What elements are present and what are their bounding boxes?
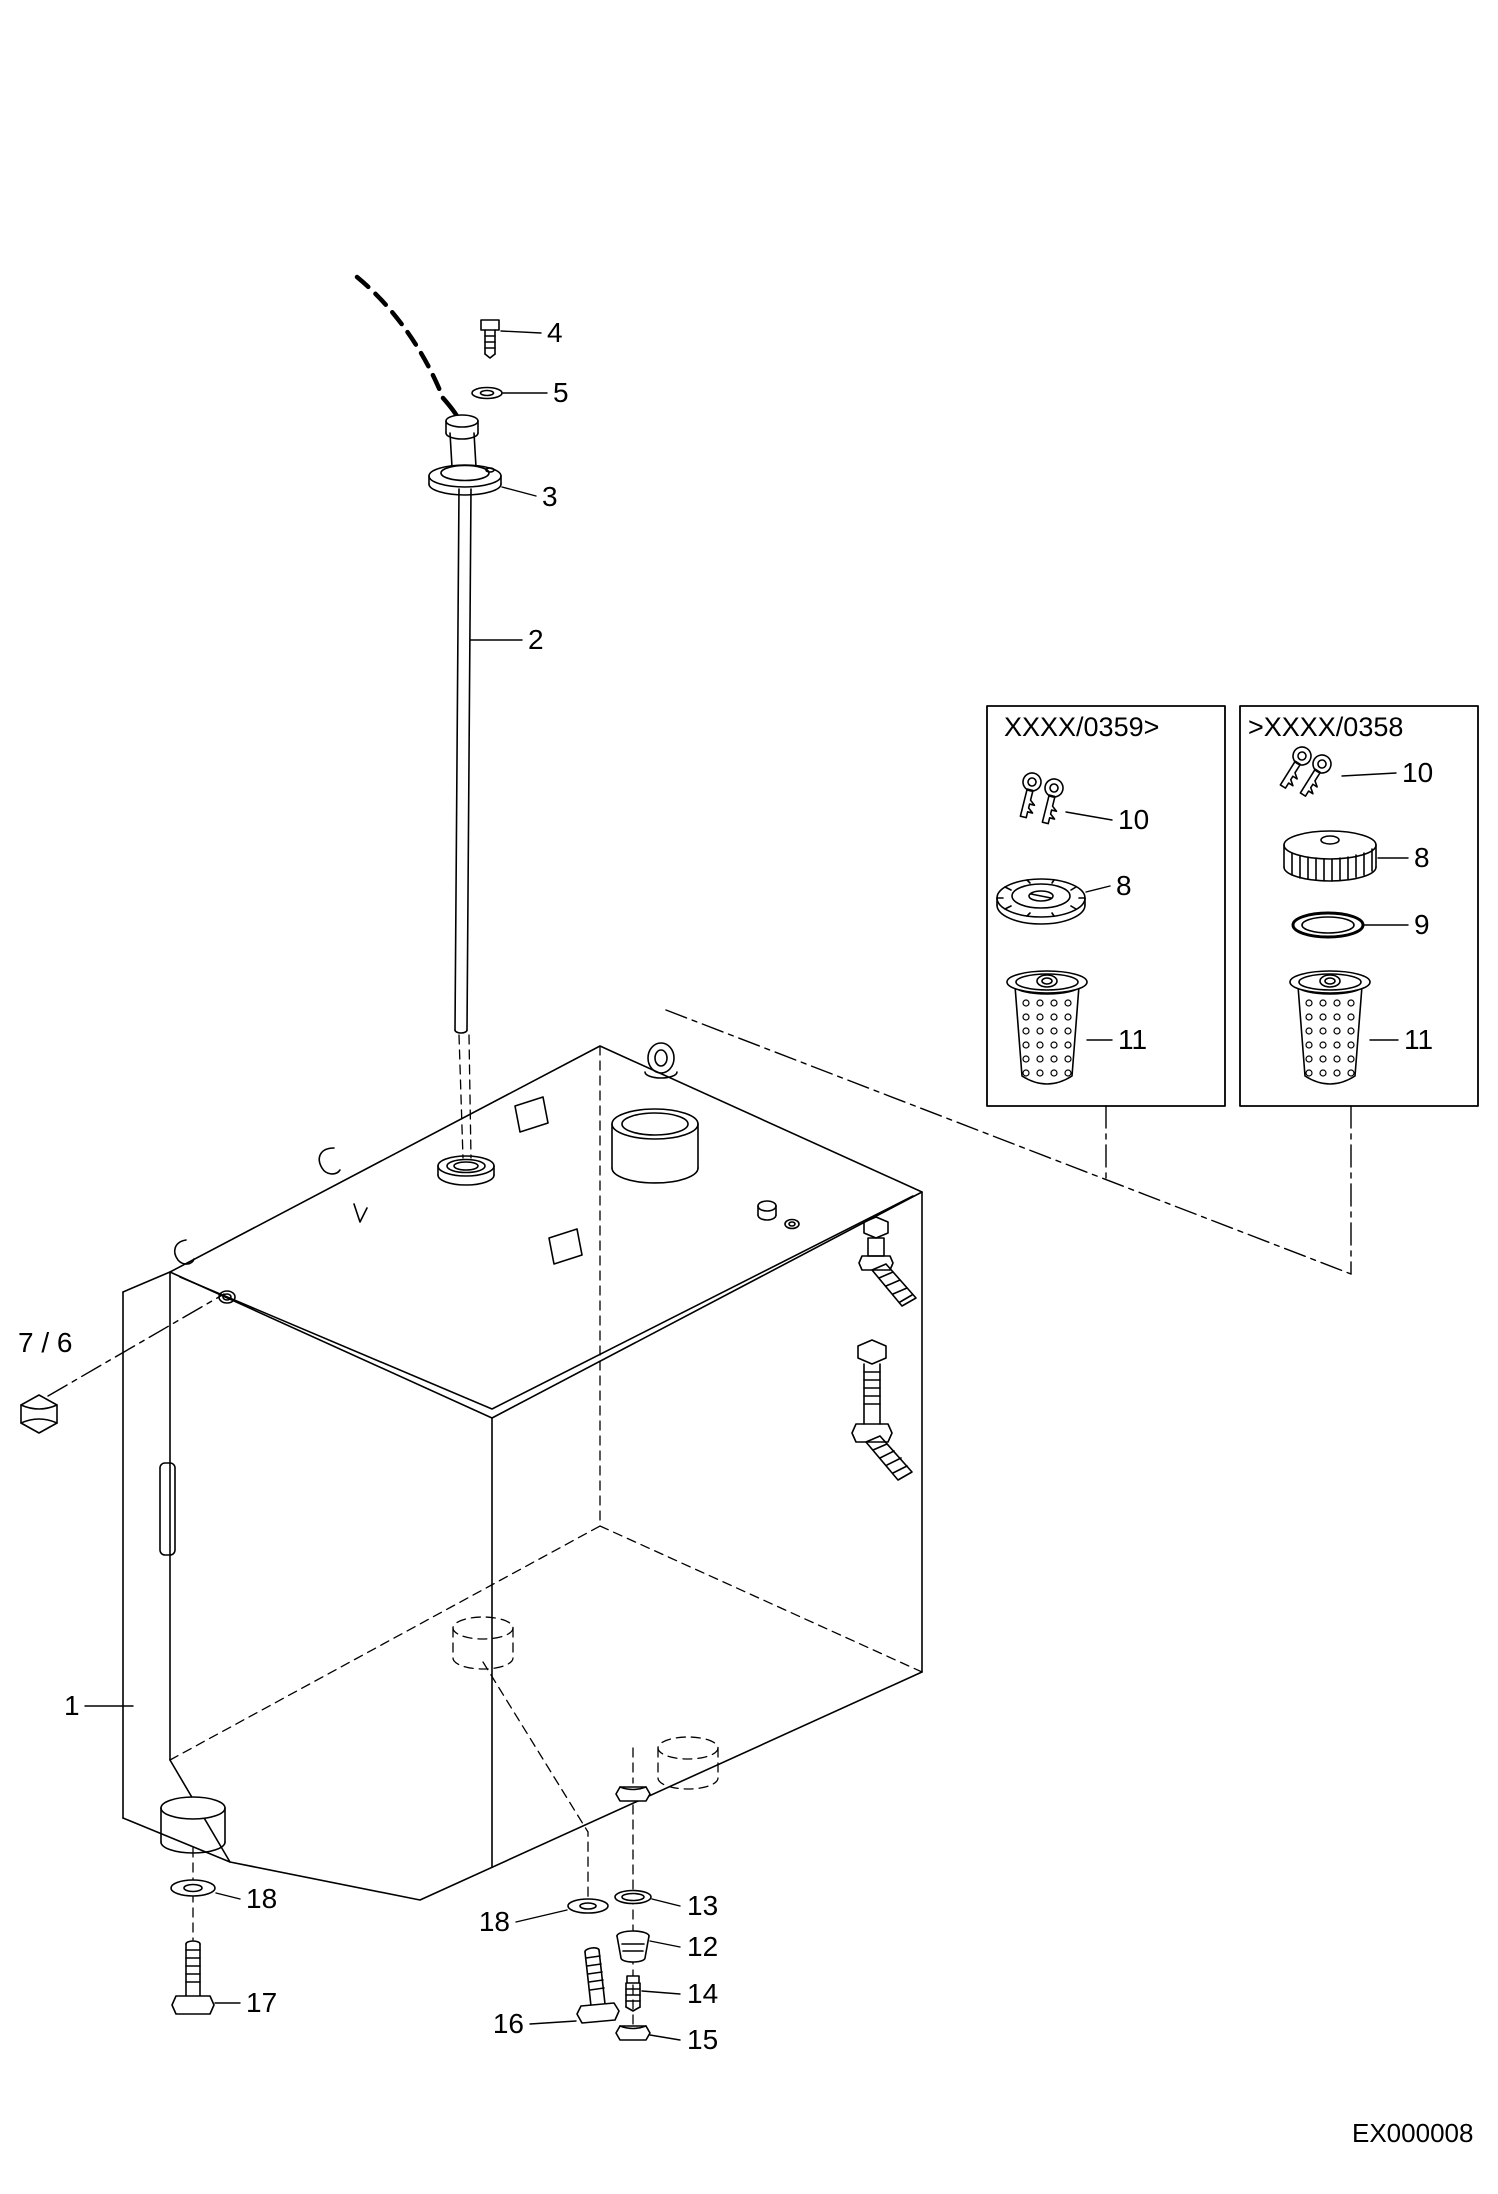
filler-neck xyxy=(437,1155,495,1186)
construction-lines xyxy=(47,1009,1352,1397)
suction-tube-2 xyxy=(454,488,472,1034)
keys-icon-0359 xyxy=(1013,770,1066,826)
callout-drain-nut: 15 xyxy=(687,2024,718,2055)
callout-strainer-0358: 11 xyxy=(1404,1024,1433,1055)
callout-flange: 3 xyxy=(542,481,558,512)
cap-icon-0358 xyxy=(1283,830,1377,882)
leader-lines xyxy=(84,330,1409,2041)
strainer-icon-0359 xyxy=(1006,970,1088,1085)
callout-keys-0358: 10 xyxy=(1402,757,1433,788)
drain-plug-12 xyxy=(616,1930,650,1963)
callout-bolt-top: 4 xyxy=(547,317,563,348)
drain-nut-15 xyxy=(615,2025,651,2041)
callout-bolt-mid: 16 xyxy=(493,2008,524,2039)
callout-strainer-0359: 11 xyxy=(1118,1024,1147,1055)
bolt-17 xyxy=(171,1940,215,2015)
breather-port xyxy=(611,1108,699,1184)
bolt-4 xyxy=(480,319,500,359)
nut-7-6 xyxy=(20,1394,58,1434)
callout-bolt-left: 17 xyxy=(246,1987,277,2018)
callout-cap-0359: 8 xyxy=(1116,870,1132,901)
inset-title-0359: XXXX/0359> xyxy=(1004,712,1159,742)
callout-washer-top: 5 xyxy=(553,377,569,408)
hydraulic-fittings xyxy=(757,1200,917,1481)
lifting-eye xyxy=(644,1042,678,1079)
hose-dashed xyxy=(354,274,461,421)
seal-ring-13 xyxy=(614,1889,652,1905)
callout-drain-fitting: 14 xyxy=(687,1978,718,2009)
drawing-number: EX000008 xyxy=(1352,2118,1473,2148)
callout-seal-ring: 13 xyxy=(687,1890,718,1921)
callout-suction-tube: 2 xyxy=(528,624,544,655)
flange-3 xyxy=(428,414,502,496)
drain-boss-nut xyxy=(615,1786,651,1802)
washer-18-left xyxy=(170,1879,216,1897)
callout-labels: 4 5 3 2 7 / 6 1 18 17 18 16 13 12 14 15 … xyxy=(18,317,1473,2148)
inset-box-0359 xyxy=(986,705,1226,1107)
callout-keys-0359: 10 xyxy=(1118,804,1149,835)
cap-icon-0359 xyxy=(996,878,1086,925)
inset-box-0358 xyxy=(1239,705,1479,1107)
keys-icon-0358 xyxy=(1274,742,1336,801)
callout-oring-0358: 9 xyxy=(1414,909,1430,940)
washer-18-mid xyxy=(567,1898,609,1914)
drain-fitting-14 xyxy=(625,1975,641,2012)
washer-5 xyxy=(471,386,503,400)
inset-title-0358: >XXXX/0358 xyxy=(1248,712,1403,742)
tank-body xyxy=(122,1045,923,1901)
callout-nut-mount: 7 / 6 xyxy=(18,1327,72,1358)
callout-cap-0358: 8 xyxy=(1414,842,1430,873)
strainer-icon-0358 xyxy=(1289,970,1371,1085)
bolt-16 xyxy=(576,1947,620,2024)
callout-tank: 1 xyxy=(64,1690,80,1721)
callout-drain-plug: 12 xyxy=(687,1931,718,1962)
callout-washer-mid: 18 xyxy=(479,1906,510,1937)
oring-icon-0358 xyxy=(1291,911,1365,939)
callout-washer-left: 18 xyxy=(246,1883,277,1914)
hidden-lines xyxy=(169,1034,923,2025)
tank-feet xyxy=(160,1616,719,1854)
